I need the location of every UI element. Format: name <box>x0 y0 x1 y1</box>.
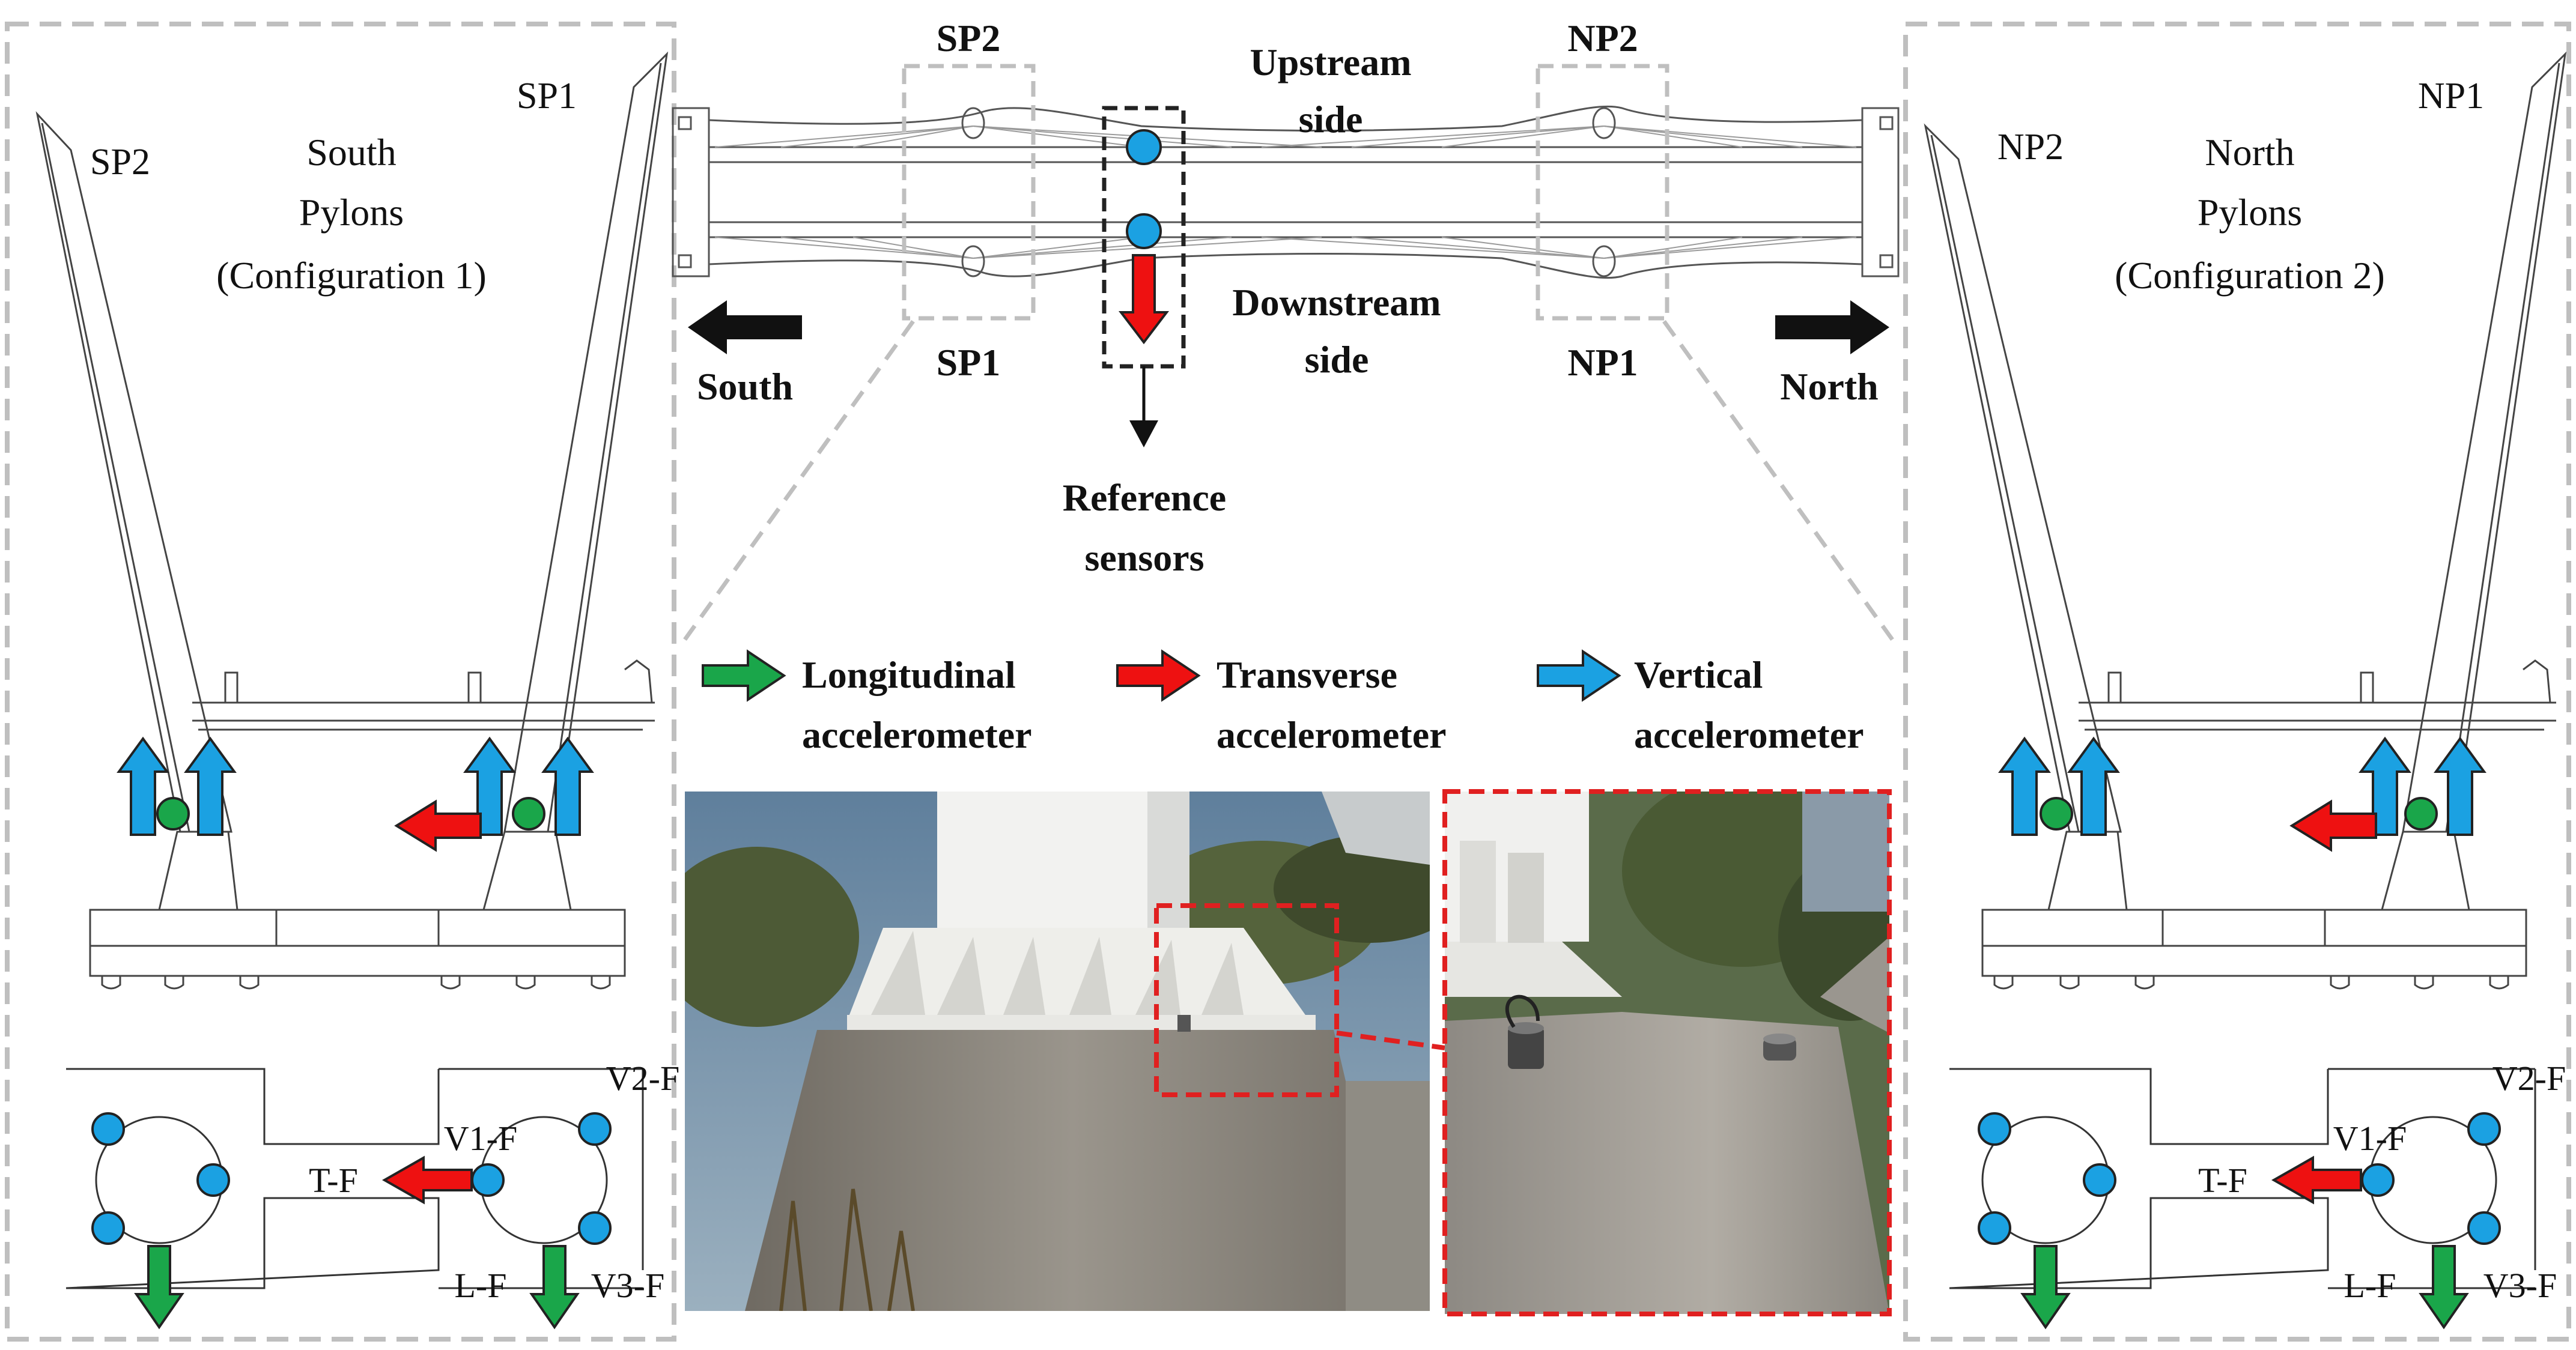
longitudinal-arrow <box>529 1245 580 1330</box>
north-v3-label: V3-F <box>2483 1266 2557 1305</box>
legend-transverse-line1: Transverse <box>1217 653 1397 696</box>
north-np2-label: NP2 <box>1997 127 2064 168</box>
transverse-arrow <box>394 799 482 852</box>
legend-vertical-swatch <box>1537 649 1621 702</box>
south-l-label: L-F <box>455 1266 507 1305</box>
south-v2-label: V2-F <box>606 1059 679 1098</box>
south-title-line3: (Configuration 1) <box>216 254 487 297</box>
south-pylon-zone-box <box>902 64 1036 321</box>
south-t-label: T-F <box>309 1161 358 1200</box>
north-pylons-elevation <box>1924 51 2567 990</box>
legend: Longitudinal accelerometer Transverse ac… <box>702 649 1864 756</box>
south-direction-arrow <box>688 300 802 354</box>
south-title-line2: Pylons <box>299 191 404 234</box>
legend-longitudinal-line2: accelerometer <box>802 713 1032 756</box>
site-photo-main <box>685 792 1445 1311</box>
transverse-arrow <box>381 1155 473 1205</box>
reference-line2: sensors <box>1084 536 1204 579</box>
south-sp1-label: SP1 <box>517 76 577 117</box>
north-v1-label: V1-F <box>2333 1119 2407 1158</box>
projection-line-right <box>1662 319 1894 641</box>
south-sp2-label: SP2 <box>90 142 150 183</box>
projection-line-left <box>683 319 915 641</box>
vertical-arrow <box>541 736 594 836</box>
vertical-arrow <box>463 736 516 836</box>
plan-np1-label: NP1 <box>1567 341 1638 384</box>
north-title-line3: (Configuration 2) <box>2115 254 2385 297</box>
north-elevation-sensors <box>1998 736 2486 852</box>
legend-vertical-line2: accelerometer <box>1634 713 1864 756</box>
zoom-photo-frame <box>1442 789 1892 1316</box>
south-direction-label: South <box>697 365 793 408</box>
north-pylon-zone-box <box>1536 64 1669 321</box>
downstream-line2: side <box>1305 338 1369 381</box>
vertical-arrow <box>117 736 169 836</box>
longitudinal-sensor-dot <box>156 797 190 831</box>
reference-vertical-sensor-downstream <box>1126 213 1162 249</box>
upstream-line2: side <box>1299 98 1363 141</box>
vertical-arrow <box>184 736 237 836</box>
plan-sp1-label: SP1 <box>937 341 1001 384</box>
longitudinal-arrow <box>134 1245 184 1330</box>
north-v2-label: V2-F <box>2492 1059 2566 1098</box>
downstream-line1: Downstream <box>1232 281 1441 324</box>
reference-vertical-sensor-upstream <box>1126 129 1162 165</box>
north-direction-arrow <box>1775 300 1889 354</box>
legend-longitudinal-line1: Longitudinal <box>802 653 1016 696</box>
south-v1-label: V1-F <box>444 1119 517 1158</box>
legend-transverse-line2: accelerometer <box>1217 713 1447 756</box>
north-l-label: L-F <box>2344 1266 2396 1305</box>
upstream-line1: Upstream <box>1250 41 1412 83</box>
site-photo-zoom <box>1442 789 1892 1316</box>
north-t-label: T-F <box>2198 1161 2247 1200</box>
south-foundation-plan <box>65 1068 644 1330</box>
south-panel-frame <box>5 22 676 1342</box>
north-title-line2: Pylons <box>2198 191 2302 234</box>
reference-line1: Reference <box>1063 476 1226 519</box>
south-title-line1: South <box>306 131 396 174</box>
north-np1-label: NP1 <box>2418 76 2484 117</box>
photo-highlight-box <box>1154 903 1339 1097</box>
legend-transverse-swatch <box>1116 649 1201 702</box>
reference-transverse-arrow <box>1118 254 1170 345</box>
photo-zoom-connector <box>1336 1031 1445 1050</box>
plan-sp2-label: SP2 <box>937 17 1001 59</box>
south-pylons-elevation <box>35 51 669 990</box>
legend-longitudinal-swatch <box>702 649 786 702</box>
north-panel-frame <box>1903 22 2571 1342</box>
north-foundation-plan <box>1949 1068 2536 1330</box>
bridge-plan-view <box>672 105 1900 279</box>
reference-pointer-head <box>1129 420 1158 447</box>
longitudinal-sensor-dot <box>512 797 545 831</box>
south-elevation-sensors <box>117 736 594 852</box>
north-title-line1: North <box>2205 131 2294 174</box>
legend-vertical-line1: Vertical <box>1634 653 1763 696</box>
north-direction-label: North <box>1780 365 1879 408</box>
south-v3-label: V3-F <box>591 1266 664 1305</box>
plan-np2-label: NP2 <box>1567 17 1638 59</box>
